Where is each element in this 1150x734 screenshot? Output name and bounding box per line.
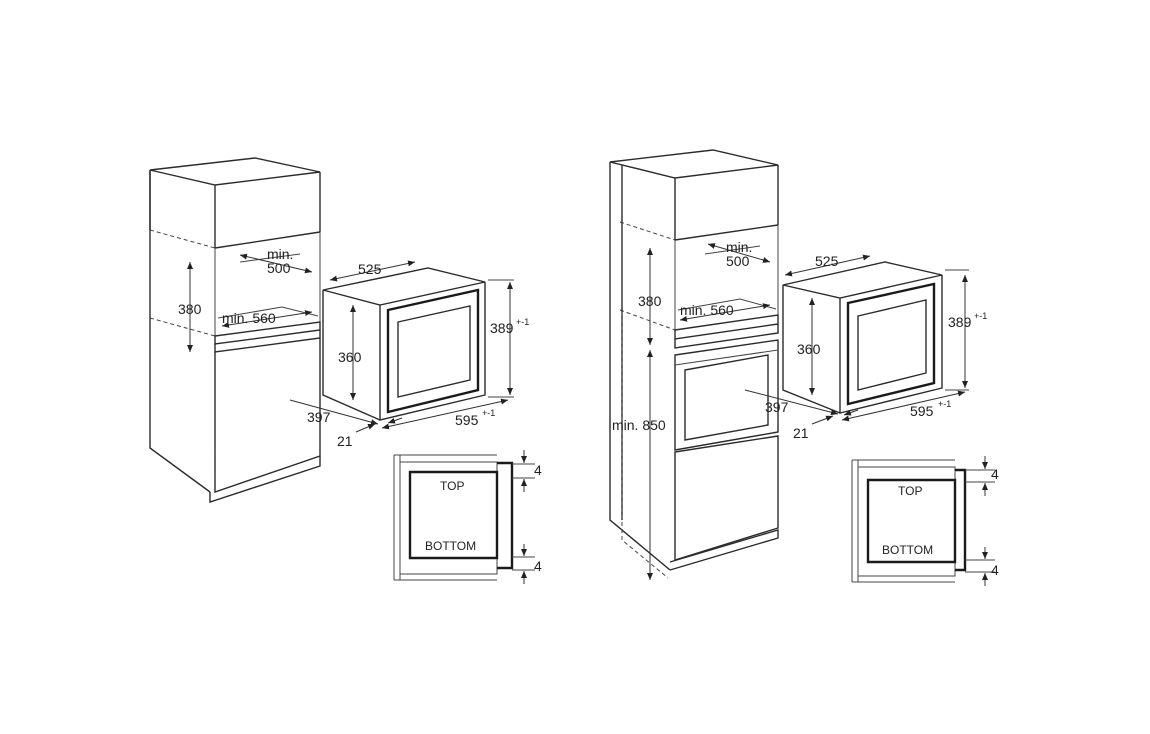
- left-cabinet: [149, 157, 321, 503]
- right-cabinet: [609, 149, 779, 579]
- detail-gap-top: 4: [991, 466, 999, 482]
- right-detail: 4 4 TOP BOTTOM: [851, 456, 999, 586]
- dim-width-top: 525: [358, 261, 382, 277]
- dim-height-cavity: 380: [178, 301, 202, 317]
- detail-bottom-label: BOTTOM: [882, 543, 933, 557]
- right-dimensions: 525 min. 500 380 min. 560 360 389 +-1 59…: [612, 239, 987, 580]
- left-detail: 4 4 TOP BOTTOM: [393, 450, 542, 584]
- dim-height-front-tol: +-1: [516, 317, 529, 327]
- dim-height-floor: min. 850: [612, 417, 666, 433]
- dim-depth-min: 500: [267, 260, 291, 276]
- left-oven: [322, 267, 486, 421]
- detail-gap-top: 4: [534, 462, 542, 478]
- dim-width-front-tol: +-1: [482, 408, 495, 418]
- dim-width-front: 595: [455, 412, 479, 428]
- dim-depth: 397: [307, 409, 331, 425]
- dim-height-oven: 360: [797, 341, 821, 357]
- detail-top-label: TOP: [898, 484, 922, 498]
- dim-height-oven: 360: [338, 349, 362, 365]
- dim-width-front-tol: +-1: [938, 399, 951, 409]
- dim-depth-min: 500: [726, 253, 750, 269]
- dim-height-front: 389: [490, 320, 514, 336]
- detail-bottom-label: BOTTOM: [425, 539, 476, 553]
- dim-min-label: min.: [726, 239, 752, 255]
- dim-height-front-tol: +-1: [974, 311, 987, 321]
- detail-top-label: TOP: [440, 479, 464, 493]
- dim-width-top: 525: [815, 253, 839, 269]
- dim-frame: 21: [337, 433, 353, 449]
- dim-height-front: 389: [948, 314, 972, 330]
- dim-width-min: min. 560: [222, 310, 276, 326]
- detail-gap-bottom: 4: [534, 558, 542, 574]
- dim-width-min: min. 560: [680, 302, 734, 318]
- detail-gap-bottom: 4: [991, 562, 999, 578]
- dim-height-cavity: 380: [638, 293, 662, 309]
- right-oven: [782, 261, 943, 414]
- dim-width-front: 595: [910, 403, 934, 419]
- left-dimensions: 525 min. 500 380 min. 560 360 389 +-1 59…: [178, 246, 529, 449]
- dim-min-label: min.: [267, 246, 293, 262]
- dim-depth: 397: [765, 399, 789, 415]
- dim-frame: 21: [793, 425, 809, 441]
